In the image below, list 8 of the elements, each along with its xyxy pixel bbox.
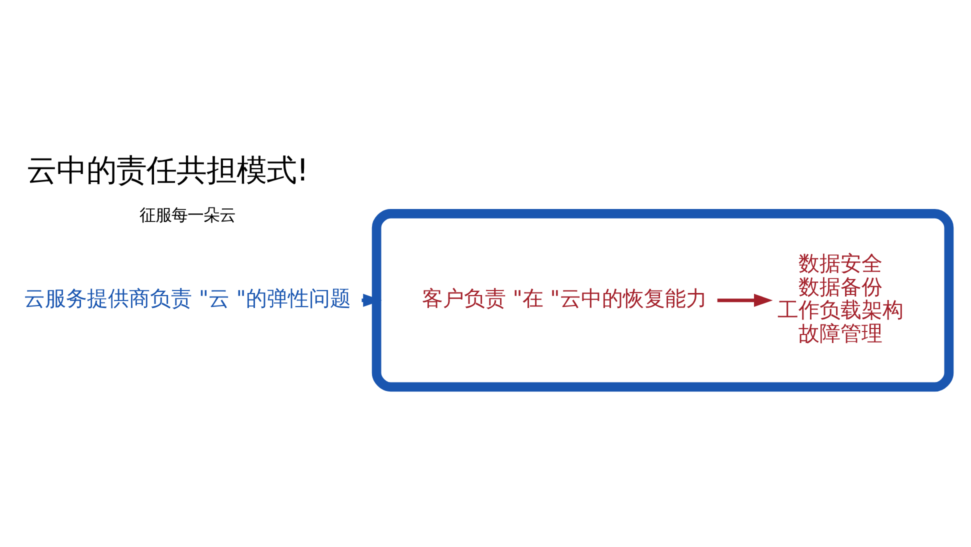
node-text: 数据安全 数据备份 工作负载架构 故障管理 — [777, 250, 904, 346]
node-text: 云服务提供商负责 "云 "的弹性问题 — [24, 284, 350, 310]
arrow — [362, 293, 382, 306]
label: 征服每一朵云 — [139, 204, 236, 224]
node-text: 客户负责 "在 "云中的恢复能力 — [422, 284, 706, 310]
cluster — [371, 208, 954, 392]
diagram-title: 云中的责任共担模式! — [26, 153, 308, 188]
arrow — [716, 293, 772, 306]
